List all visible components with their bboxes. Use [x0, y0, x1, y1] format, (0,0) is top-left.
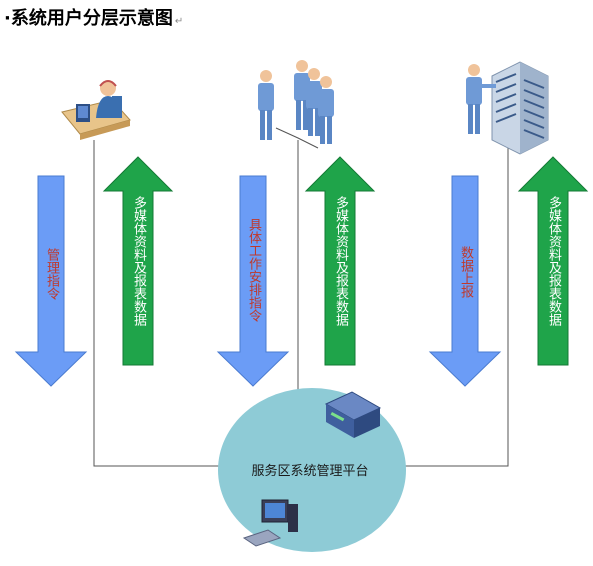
connector-lines [93, 127, 509, 467]
up-arrow-2 [304, 156, 376, 366]
down-arrow-3 [428, 175, 502, 387]
staff-group-icon [258, 60, 334, 144]
up-arrow-1 [102, 156, 174, 366]
title-text: ·系统用户分层示意图 [4, 8, 173, 29]
down-label-2: 具体工作安排指令 [246, 218, 261, 322]
paragraph-mark: ↵ [174, 16, 184, 27]
down-label-3: 数据上报 [458, 246, 473, 298]
up-label-3: 多媒体资料及报表数据 [546, 196, 561, 326]
up-label-1: 多媒体资料及报表数据 [131, 196, 146, 326]
call-center-operator-icon [61, 80, 131, 140]
right-connector [400, 140, 509, 467]
platform-label: 服务区系统管理平台 [251, 464, 369, 479]
down-label-1: 管理指令 [44, 248, 59, 300]
down-arrow-2 [216, 175, 290, 387]
diagram-title: ·系统用户分层示意图↵ [4, 4, 183, 30]
left-connector [93, 140, 222, 467]
up-label-2: 多媒体资料及报表数据 [333, 196, 348, 326]
up-arrow-3 [517, 156, 589, 366]
network-switch-icon [324, 391, 382, 438]
down-arrow-1 [14, 175, 88, 387]
desktop-computer-icon [242, 499, 298, 547]
group-bracket [275, 127, 319, 149]
server-rack-icon [466, 61, 549, 155]
